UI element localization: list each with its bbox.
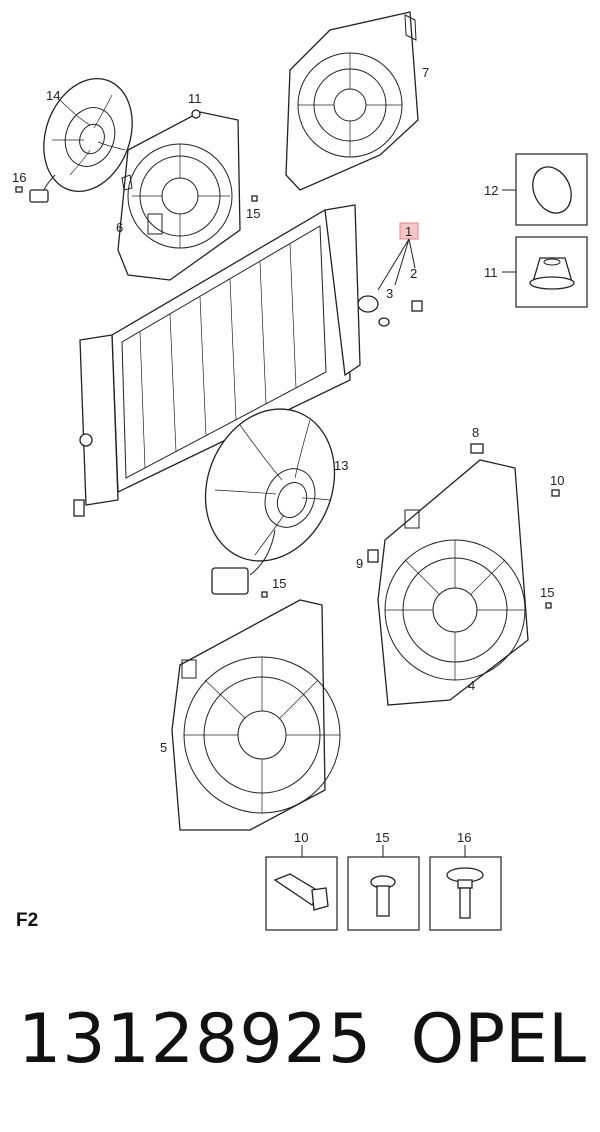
legend-box-12 [502,153,588,226]
shroud-7 [285,11,419,191]
drain-plug-icon [411,300,423,312]
screw-16-icon [15,186,23,193]
legend-label-15: 15 [375,830,389,845]
callout-15-right: 15 [540,585,554,600]
callout-13: 13 [334,458,348,473]
callout-15-mid: 15 [272,576,286,591]
callout-8: 8 [472,425,479,440]
legend-label-16: 16 [457,830,471,845]
nut-11-icon [191,109,201,119]
brand-name: OPEL [410,1000,586,1079]
callout-10-mid: 10 [550,473,564,488]
legend-box-11 [502,236,588,308]
callout-15-top: 15 [246,206,260,221]
seal-ring-icon [357,295,379,313]
callout-7: 7 [422,65,429,80]
screw-15-mid-icon [261,591,268,598]
legend-label-10: 10 [294,830,308,845]
fan-14 [29,77,133,203]
callout-9: 9 [356,556,363,571]
legend-label-11: 11 [484,265,498,280]
legend-box-10 [265,845,338,931]
legend-box-16 [429,845,502,931]
section-label: F2 [16,910,39,931]
callout-3: 3 [386,286,393,301]
callout-5: 5 [160,740,167,755]
part-number: 13128925 [18,1000,373,1079]
callout-16-top: 16 [12,170,26,185]
screw-15-right-icon [545,602,552,609]
shroud-6 [117,111,241,281]
callout-6: 6 [116,220,123,235]
clip-9-icon [367,549,379,563]
callout-11-top: 11 [188,91,202,106]
shroud-5 [171,599,341,831]
bolt-10-icon [551,489,560,497]
callout-1: 1 [405,224,412,239]
o-ring-icon [378,317,390,327]
legend-box-15 [347,845,420,931]
clip-8-icon [470,443,484,454]
footer: 13128925 OPEL [0,995,600,1085]
callout-2: 2 [410,266,417,281]
screw-15-icon [251,195,258,202]
callout-4: 4 [468,678,475,693]
callout-14: 14 [46,88,60,103]
legend-label-12: 12 [484,183,498,198]
shroud-4 [377,459,529,706]
exploded-parts-diagram: 14 16 6 11 15 7 1 2 3 [12,11,588,931]
radiator-1 [73,204,361,517]
fan-13 [204,408,336,595]
